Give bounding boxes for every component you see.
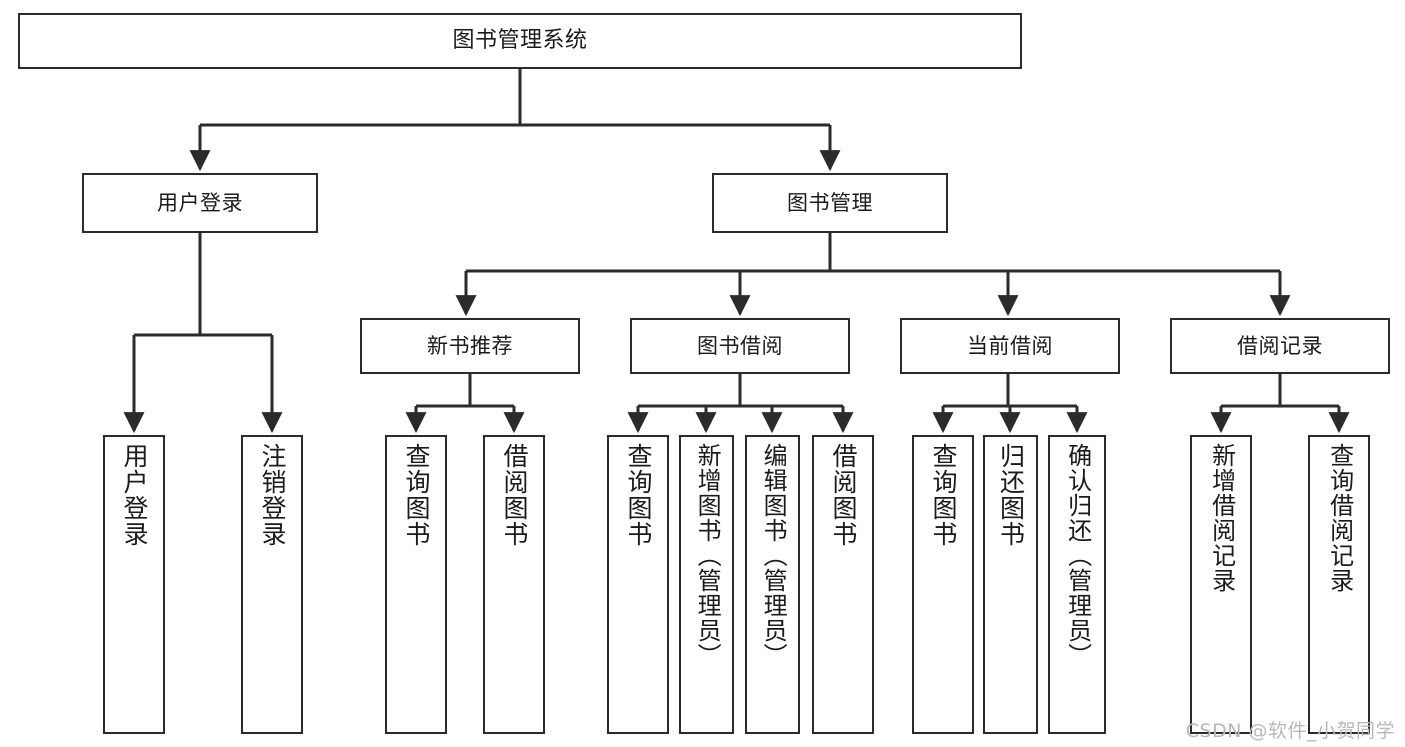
node-label: 查询图书 xyxy=(929,443,958,547)
node-label: 查询借阅记录 xyxy=(1325,443,1354,593)
node-root-library-management-system[interactable]: 图书管理系统 xyxy=(18,13,1022,69)
node-label: 图书借阅 xyxy=(697,333,783,358)
node-label: 借阅记录 xyxy=(1237,333,1323,358)
node-leaf-confirm-return-admin[interactable]: 确认归还（管理员） xyxy=(1048,435,1106,734)
node-label: 查询图书 xyxy=(624,443,653,547)
node-label: 新增借阅记录 xyxy=(1207,443,1236,593)
node-label: 借阅图书 xyxy=(829,443,858,547)
node-current-borrow[interactable]: 当前借阅 xyxy=(900,318,1120,374)
node-leaf-add-book-admin[interactable]: 新增图书（管理员） xyxy=(679,435,734,734)
node-leaf-user-login[interactable]: 用户登录 xyxy=(103,435,165,734)
node-label: 确认归还（管理员） xyxy=(1063,443,1092,668)
node-label: 用户登录 xyxy=(157,190,243,215)
node-leaf-edit-book-admin[interactable]: 编辑图书（管理员） xyxy=(745,435,800,734)
node-label: 图书管理系统 xyxy=(452,28,588,54)
node-label: 当前借阅 xyxy=(967,333,1053,358)
node-label: 图书管理 xyxy=(787,190,873,215)
node-leaf-query-book-recommend[interactable]: 查询图书 xyxy=(385,435,447,734)
node-leaf-return-book[interactable]: 归还图书 xyxy=(983,435,1038,734)
node-book-management[interactable]: 图书管理 xyxy=(712,173,948,233)
node-book-borrow[interactable]: 图书借阅 xyxy=(630,318,850,374)
node-leaf-query-book-borrow[interactable]: 查询图书 xyxy=(607,435,669,734)
csdn-watermark: CSDN @软件_小贺同学 xyxy=(1185,720,1395,742)
node-leaf-borrow-book-recommend[interactable]: 借阅图书 xyxy=(483,435,545,734)
node-label: 用户登录 xyxy=(120,443,149,547)
node-leaf-query-book-current[interactable]: 查询图书 xyxy=(912,435,974,734)
node-user-login[interactable]: 用户登录 xyxy=(82,173,318,233)
node-leaf-add-borrow-record[interactable]: 新增借阅记录 xyxy=(1190,435,1252,734)
node-leaf-borrow-book[interactable]: 借阅图书 xyxy=(812,435,874,734)
node-label: 注销登录 xyxy=(258,443,287,547)
node-leaf-logout-login[interactable]: 注销登录 xyxy=(241,435,303,734)
node-label: 新增图书（管理员） xyxy=(693,443,722,668)
node-new-book-recommend[interactable]: 新书推荐 xyxy=(360,318,580,374)
node-label: 编辑图书（管理员） xyxy=(759,443,788,668)
node-label: 借阅图书 xyxy=(500,443,529,547)
node-label: 新书推荐 xyxy=(427,333,513,358)
node-borrow-record[interactable]: 借阅记录 xyxy=(1170,318,1390,374)
node-label: 归还图书 xyxy=(996,443,1026,547)
node-leaf-query-borrow-record[interactable]: 查询借阅记录 xyxy=(1308,435,1370,734)
node-label: 查询图书 xyxy=(402,443,431,547)
